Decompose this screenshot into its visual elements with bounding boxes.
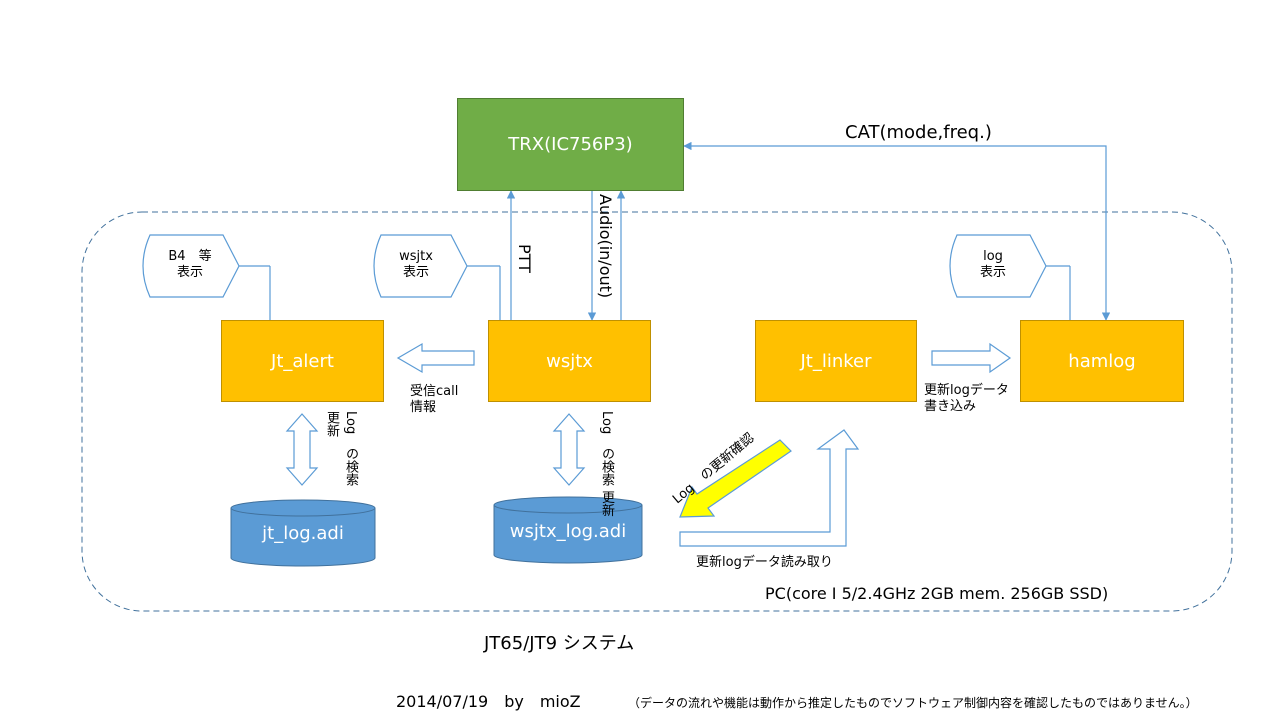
- recv-call-line2: 情報: [410, 400, 437, 415]
- display-wsjtx-line1: wsjtx: [399, 249, 433, 264]
- update-write-arrow: [931, 342, 1012, 374]
- display-b4-text: B4 等 表示: [150, 249, 230, 281]
- audio-label: Audio(in/out): [596, 194, 615, 299]
- recv-call-arrow: [396, 342, 475, 374]
- cat-connector: [683, 141, 1111, 321]
- display-wsjtx-text: wsjtx 表示: [380, 249, 452, 281]
- trx-node: TRX(IC756P3): [457, 98, 684, 191]
- recv-call-label: 受信call 情報: [410, 384, 458, 416]
- display-log-text: log 表示: [957, 249, 1029, 281]
- display-b4-line2: 表示: [176, 265, 203, 280]
- jt-alert-label: Jt_alert: [271, 350, 334, 372]
- ptt-label: PTT: [515, 244, 534, 273]
- update-read-arrow: [679, 429, 860, 547]
- jt-alert-node: Jt_alert: [221, 320, 384, 402]
- wsjtx-log-db: [493, 496, 643, 564]
- wsjtx-log-arrow: [552, 413, 586, 486]
- display-log-line1: log: [983, 249, 1003, 264]
- display-wsjtx: [373, 234, 501, 320]
- jt-linker-label: Jt_linker: [800, 350, 872, 372]
- jt-alert-log-arrow: [285, 413, 319, 486]
- update-write-label: 更新logデータ 書き込み: [924, 383, 1009, 415]
- jt-log-db-label: jt_log.adi: [262, 523, 344, 544]
- display-log: [949, 234, 1071, 320]
- cat-label: CAT(mode,freq.): [845, 122, 992, 143]
- log-search-2-line2: 更新: [599, 490, 614, 517]
- wsjtx-node: wsjtx: [488, 320, 651, 402]
- display-log-line2: 表示: [979, 265, 1006, 280]
- log-update-check-arrow: [679, 439, 792, 518]
- footer-date-author: 2014/07/19 by mioZ: [396, 692, 581, 711]
- update-write-line1: 更新logデータ: [924, 383, 1009, 398]
- footer-note: （データの流れや機能は動作から推定したものでソフトウェア制御内容を確認したもので…: [628, 696, 1198, 710]
- recv-call-line1: 受信call: [410, 384, 459, 399]
- wsjtx-log-db-label: wsjtx_log.adi: [509, 521, 627, 542]
- log-search-1-label: Log の検索 更新: [322, 411, 360, 491]
- jt-log-db: [230, 499, 376, 567]
- display-b4-line1: B4 等: [168, 249, 212, 264]
- pc-label: PC(core I 5/2.4GHz 2GB mem. 256GB SSD): [765, 584, 1109, 603]
- display-wsjtx-line2: 表示: [402, 265, 429, 280]
- jt-linker-node: Jt_linker: [755, 320, 917, 402]
- update-read-label: 更新logデータ読み取り: [696, 555, 833, 570]
- system-title: JT65/JT9 システム: [484, 633, 635, 654]
- display-b4: [142, 234, 271, 320]
- hamlog-label: hamlog: [1068, 350, 1136, 372]
- update-write-line2: 書き込み: [924, 399, 977, 414]
- wsjtx-label: wsjtx: [546, 350, 593, 372]
- log-search-1-line1: Log の検索: [343, 411, 358, 487]
- trx-label: TRX(IC756P3): [508, 134, 633, 155]
- hamlog-node: hamlog: [1020, 320, 1184, 402]
- log-search-2-label: Log の検索 更新: [597, 411, 616, 516]
- pc-boundary: [81, 211, 1233, 612]
- log-search-2-line1: Log の検索: [599, 411, 614, 487]
- log-search-1-line2: 更新: [324, 411, 339, 437]
